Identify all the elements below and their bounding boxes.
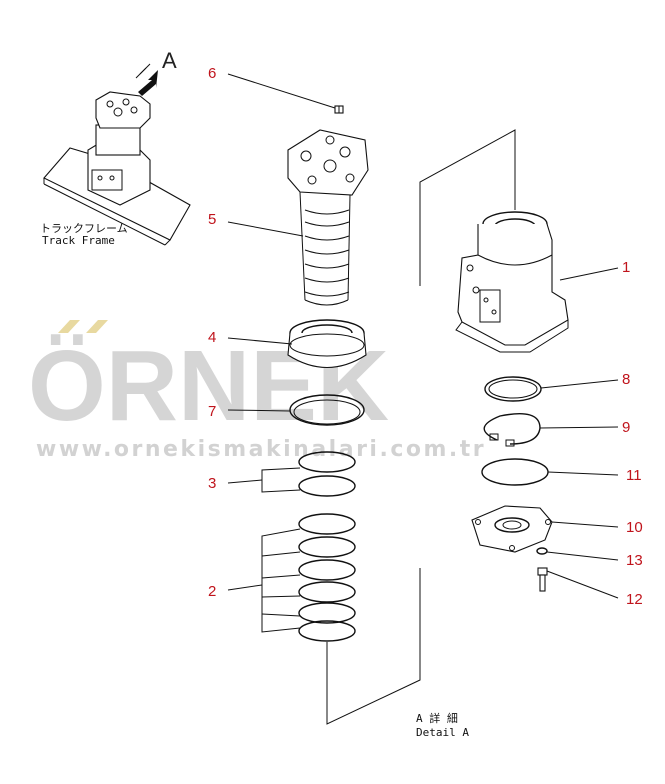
callout-1: 1 [622, 259, 630, 276]
callout-8: 8 [622, 371, 630, 388]
part-6-plug [334, 105, 344, 114]
part-7-ring [289, 394, 365, 426]
part-8-o-ring-inner [488, 379, 538, 399]
leader-lines [227, 73, 619, 725]
callout-11: 11 [626, 467, 642, 484]
detail-label-en: Detail A [416, 726, 469, 739]
swivel-joint-small [87, 91, 151, 206]
callout-2: 2 [208, 583, 216, 600]
callout-7: 7 [208, 403, 216, 420]
track-frame-inset: A トラックフレーム Track Frame [40, 48, 191, 247]
callout-3: 3 [208, 475, 216, 492]
part-3-o-rings [298, 451, 356, 497]
part-8-o-ring [484, 376, 542, 402]
view-arrow-icon [135, 63, 158, 96]
part-4-cover-seal [287, 319, 367, 369]
part-11-o-ring [481, 458, 549, 486]
watermark: ÖRNEK www.ornekismakinalari.com.tr [28, 320, 486, 462]
callout-5: 5 [208, 211, 216, 228]
callout-labels: 6 5 4 7 3 2 1 8 9 11 10 13 12 [208, 65, 643, 608]
part-5-rotor-shaft [287, 129, 369, 306]
part-12-bolt [537, 567, 548, 592]
watermark-url: www.ornekismakinalari.com.tr [36, 437, 486, 462]
umlaut-mark-left [58, 320, 80, 333]
callout-13: 13 [626, 552, 643, 569]
part-1-housing [455, 211, 569, 353]
part-2-seal-stack [298, 513, 356, 642]
callout-10: 10 [626, 519, 643, 536]
part-7-ring-inner [293, 399, 361, 425]
callout-6: 6 [208, 65, 216, 82]
part-9-snap-ring [483, 413, 541, 447]
track-frame-label-en: Track Frame [42, 234, 115, 247]
view-letter: A [162, 48, 177, 73]
part-13-washer [536, 547, 548, 555]
detail-label-jp: A 詳 細 [416, 711, 458, 725]
umlaut-mark-right [86, 320, 108, 333]
part-10-cover [471, 505, 553, 553]
callout-12: 12 [626, 591, 643, 608]
callout-4: 4 [208, 329, 216, 346]
callout-9: 9 [622, 419, 630, 436]
track-frame-label-jp: トラックフレーム [40, 222, 128, 235]
